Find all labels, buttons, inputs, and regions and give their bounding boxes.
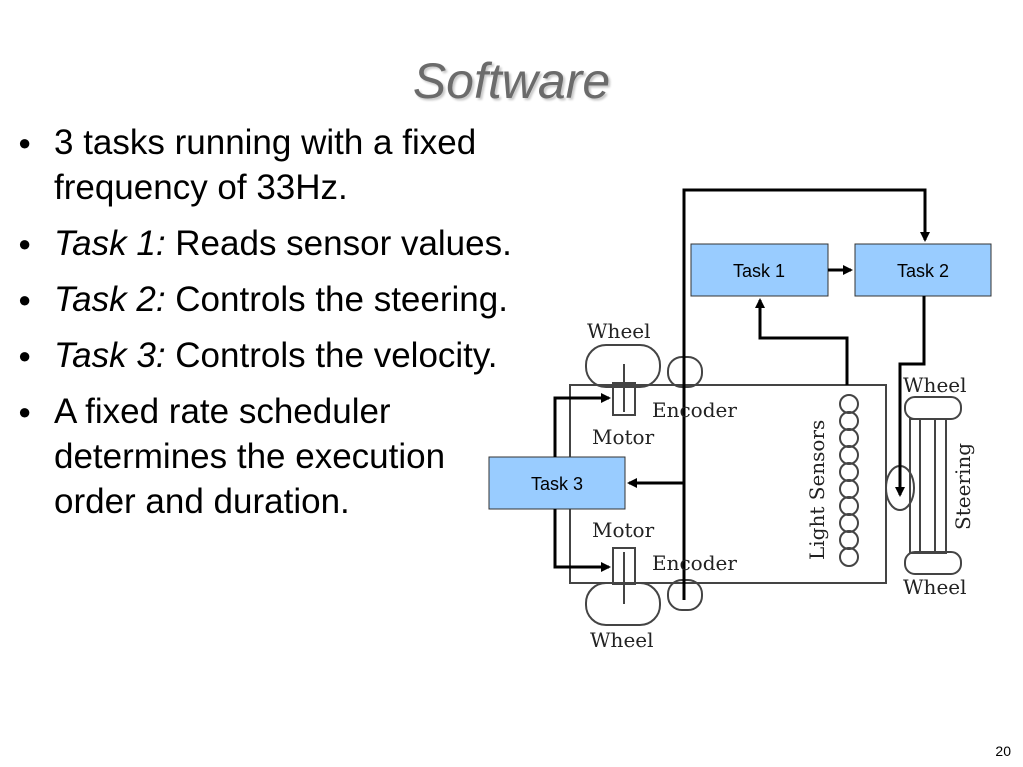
motor-bottom-label: Motor [592, 518, 655, 542]
task-3-box [488, 456, 626, 510]
wheel-bottom-left-label: Wheel [590, 628, 654, 652]
bullet-dot-icon: ● [18, 287, 32, 312]
bullet-dot-icon: ● [18, 343, 32, 368]
bullet-text: Controls the velocity. [165, 336, 498, 375]
wheel-bottom-right-icon [904, 551, 962, 575]
bullet-prefix: Task 1: [54, 224, 166, 263]
bullet-dot-icon: ● [18, 231, 32, 256]
arrow-task3-motor-bottom [553, 509, 611, 572]
light-sensor-array-icon [839, 394, 859, 567]
bullet-item: ● A fixed rate scheduler determines the e… [14, 389, 524, 524]
page-number: 20 [995, 743, 1011, 759]
motor-top-label: Motor [592, 425, 655, 449]
arrow-task2-steering [895, 296, 926, 497]
wheel-top-left-label: Wheel [587, 319, 651, 343]
bullet-prefix: Task 3: [54, 336, 166, 375]
task-1-label: Task 1 [733, 261, 785, 281]
bullet-dot-icon: ● [18, 130, 32, 155]
encoder-bottom-label: Encoder [652, 551, 737, 575]
bullet-text: Reads sensor values. [165, 224, 512, 263]
arrow-task3-motor-top [553, 393, 611, 457]
steering-label: Steering [951, 443, 975, 530]
slide-title: Software [412, 53, 611, 109]
bullet-text: 3 tasks running with a fixed frequency o… [54, 123, 477, 207]
arrow-sensors-task1 [755, 298, 849, 385]
task-1-box [690, 243, 829, 297]
encoder-top-label: Encoder [652, 398, 737, 422]
task-2-label: Task 2 [897, 261, 949, 281]
wheel-bottom-right-label: Wheel [903, 575, 967, 599]
steering-axle-icon [909, 418, 947, 554]
wheel-top-right-icon [904, 396, 962, 420]
task-3-label: Task 3 [531, 474, 583, 494]
wheel-top-right-label: Wheel [903, 373, 967, 397]
bullet-item: ● Task 1: Reads sensor values. [14, 221, 524, 266]
bullet-prefix: Task 2: [54, 280, 166, 319]
bullet-item: ● Task 3: Controls the velocity. [14, 333, 524, 378]
bullet-text: A fixed rate scheduler determines the ex… [54, 392, 446, 521]
bullet-item: ● Task 2: Controls the steering. [14, 277, 524, 322]
bullet-list: ● 3 tasks running with a fixed frequency … [14, 120, 524, 535]
bullet-dot-icon: ● [18, 399, 32, 424]
task-2-box [854, 243, 992, 297]
light-sensors-label: Light Sensors [805, 420, 829, 560]
bullet-item: ● 3 tasks running with a fixed frequency … [14, 120, 524, 210]
arrow-encoder-task2 [682, 188, 930, 600]
bullet-text: Controls the steering. [165, 280, 508, 319]
